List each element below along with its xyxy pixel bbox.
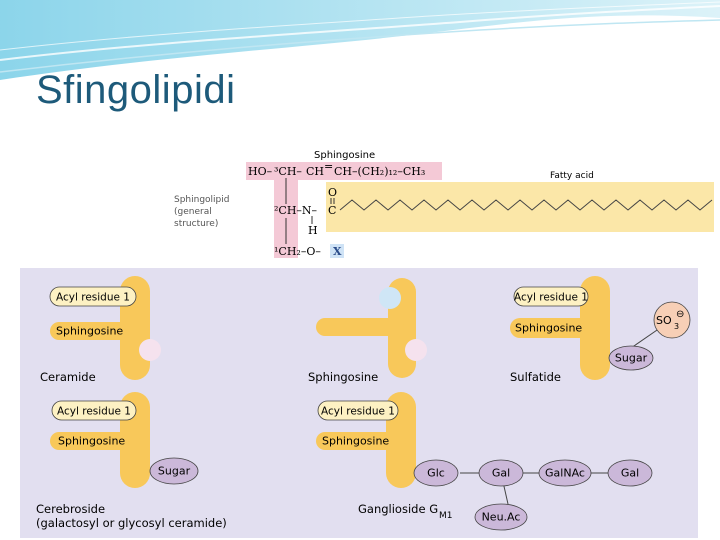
ganglioside-name: Ganglioside G — [358, 502, 438, 516]
sphingosine-name: Sphingosine — [308, 370, 378, 384]
sphingosine-amine-group — [379, 287, 401, 309]
ceramide-sphingosine-label: Sphingosine — [56, 325, 123, 338]
ganglioside-molecule: Acyl residue 1 Sphingosine Glc Gal GalNA… — [316, 392, 653, 531]
formula-nh-h: H — [308, 224, 318, 237]
header-wave-decoration — [0, 0, 720, 80]
sulfatide-acyl-label: Acyl residue 1 — [514, 292, 588, 304]
gal-label-2: Gal — [621, 467, 639, 480]
sulfate-subscript: 3 — [674, 322, 679, 331]
ceramide-acyl-label: Acyl residue 1 — [56, 292, 130, 304]
formula-x-group: X — [333, 245, 342, 258]
formula-carbonyl-c: C — [328, 204, 336, 217]
gal-label-1: Gal — [492, 467, 510, 480]
sulfate-group — [653, 301, 691, 339]
sulfate-label: SO — [656, 314, 672, 327]
sulfatide-name: Sulfatide — [510, 370, 561, 384]
sphingolipid-label-line1: Sphingolipid — [174, 195, 229, 205]
sphingolipid-general-structure: Sphingosine Fatty acid Sphingolipid (gen… — [168, 134, 720, 264]
sulfate-charge: ⊖ — [676, 309, 684, 320]
cerebroside-name-line2: (galactosyl or glycosyl ceramide) — [36, 516, 227, 530]
cerebroside-acyl-label: Acyl residue 1 — [57, 406, 131, 418]
ceramide-molecule: Acyl residue 1 Sphingosine Ceramide — [40, 276, 161, 384]
ceramide-name: Ceramide — [40, 370, 96, 384]
sphingolipid-label-line3: structure) — [174, 219, 218, 229]
formula-carbonyl-o: O — [328, 186, 337, 199]
sulfatide-sphingosine-label: Sphingosine — [515, 322, 582, 335]
sphingosine-hydroxyl-group — [405, 339, 427, 361]
glc-label: Glc — [427, 467, 445, 480]
slide-title: Sfingolipidi — [36, 68, 236, 112]
sulfatide-sugar-label: Sugar — [615, 352, 648, 365]
ceramide-head-group — [139, 339, 161, 361]
formula-ch-a: CH — [306, 165, 324, 178]
ganglioside-name-subscript: M1 — [439, 511, 453, 521]
formula-ho: HO– — [248, 165, 273, 178]
cerebroside-sugar-label: Sugar — [158, 465, 191, 478]
fatty-acid-label: Fatty acid — [550, 171, 594, 181]
x-group-box — [330, 244, 344, 258]
ganglioside-sphingosine-label: Sphingosine — [322, 435, 389, 448]
formula-ch-chain: CH–(CH₂)₁₂–CH₃ — [334, 165, 425, 178]
neuac-label: Neu.Ac — [482, 511, 521, 524]
sphingolipid-label-line2: (general — [174, 207, 212, 217]
formula-c3: ³CH– — [274, 165, 302, 178]
formula-c2-n: ²CH–N– — [274, 204, 318, 217]
cerebroside-molecule: Acyl residue 1 Sphingosine Sugar Cerebro… — [36, 392, 227, 530]
fatty-acid-region — [326, 182, 714, 232]
sulfatide-molecule: Acyl residue 1 Sphingosine Sugar SO 3 ⊖ … — [510, 276, 691, 384]
fatty-acid-zigzag — [339, 199, 713, 211]
ganglioside-acyl-label: Acyl residue 1 — [321, 406, 395, 418]
cerebroside-sphingosine-label: Sphingosine — [58, 435, 125, 448]
galnac-label: GalNAc — [545, 467, 585, 480]
sphingolipid-classes-diagram: Acyl residue 1 Sphingosine Ceramide Sphi… — [20, 268, 698, 538]
sphingosine-molecule: Sphingosine — [308, 278, 427, 384]
cerebroside-name-line1: Cerebroside — [36, 502, 105, 516]
formula-double-bond: = — [324, 160, 333, 173]
sphingosine-label: Sphingosine — [314, 150, 375, 161]
formula-c1-o: ¹CH₂–O– — [274, 245, 321, 258]
